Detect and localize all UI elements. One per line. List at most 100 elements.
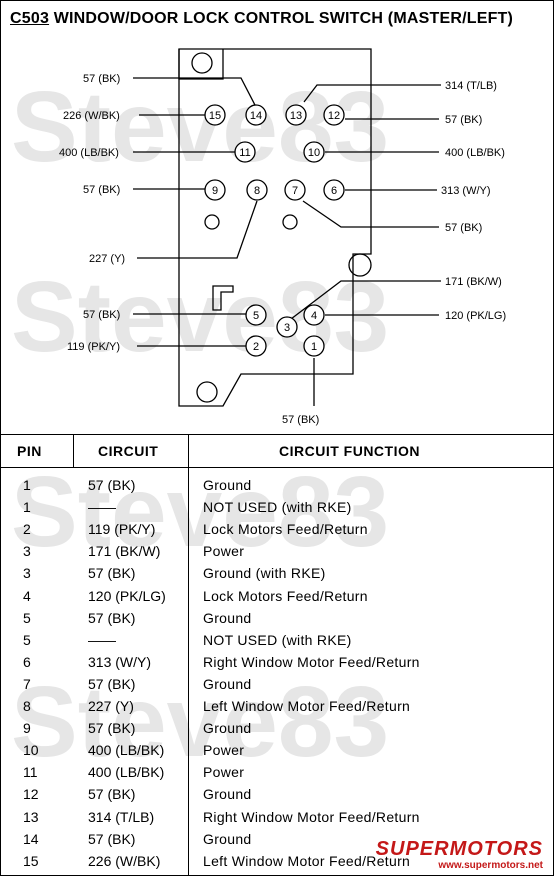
- pin-number: 13: [290, 110, 302, 122]
- pin-circle: [204, 179, 226, 201]
- connector-description: WINDOW/DOOR LOCK CONTROL SWITCH (MASTER/…: [53, 10, 514, 27]
- leader-line: [290, 280, 441, 320]
- pin-circle: [303, 335, 325, 357]
- pin-number: 12: [328, 110, 340, 122]
- pin-number: 15: [209, 110, 221, 122]
- supermotors-logo: SUPERMOTORS www.supermotors.net: [369, 838, 549, 872]
- cell-function: Ground: [203, 675, 252, 692]
- pin-circle: [323, 104, 345, 126]
- pin-circle: [246, 179, 268, 201]
- cell-circuit: 400 (LB/BK): [88, 764, 165, 781]
- pin-number: 4: [311, 310, 317, 322]
- pin-14: 14: [245, 104, 267, 126]
- cell-circuit: 314 (T/LB): [88, 808, 155, 825]
- leader-line: [133, 77, 257, 108]
- watermark-text: Steve83: [11, 666, 389, 778]
- cell-pin: 5: [23, 631, 31, 648]
- pin-number: 11: [239, 147, 250, 159]
- cell-pin: 1: [23, 477, 31, 493]
- cell-circuit: ——: [88, 499, 116, 516]
- cell-pin: 14: [23, 830, 39, 847]
- pin-number: 8: [254, 185, 260, 197]
- leader-line: [302, 200, 439, 228]
- label-171: 171 (BK/W): [445, 276, 502, 288]
- table-row: 14 57 (BK) Ground: [1, 831, 553, 853]
- page-title: C503 WINDOW/DOOR LOCK CONTROL SWITCH (MA…: [10, 10, 513, 28]
- pin-7: 7: [284, 179, 306, 201]
- pin-number: 9: [212, 185, 218, 197]
- cell-pin: 2: [23, 521, 31, 538]
- pin-1: 1: [303, 335, 325, 357]
- cell-circuit: 171 (BK/W): [88, 543, 161, 560]
- cell-pin: 13: [23, 808, 39, 825]
- leader-line: [303, 84, 441, 103]
- cell-pin: 3: [23, 565, 31, 582]
- cell-circuit: 57 (BK): [88, 565, 136, 582]
- pin-8: 8: [246, 179, 268, 201]
- table-row: 5 —— NOT USED (with RKE): [1, 632, 553, 654]
- label-57bk-pin7: 57 (BK): [445, 222, 482, 234]
- cell-circuit: 57 (BK): [88, 830, 136, 847]
- alignment-hole: [204, 214, 220, 230]
- cell-circuit: 57 (BK): [88, 609, 136, 626]
- pin-circle: [204, 104, 226, 126]
- pin-4: 4: [303, 304, 325, 326]
- alignment-hole: [282, 214, 298, 230]
- cell-pin: 15: [23, 852, 39, 869]
- watermark-text: Steve83: [11, 261, 389, 373]
- logo-url: www.supermotors.net: [438, 860, 543, 871]
- cell-function: Left Window Motor Feed/Return: [203, 852, 411, 869]
- cell-circuit: 57 (BK): [88, 477, 136, 493]
- cell-pin: 6: [23, 653, 31, 670]
- label-314: 314 (T/LB): [445, 80, 497, 92]
- cell-function: Ground: [203, 720, 252, 737]
- cell-function: Right Window Motor Feed/Return: [203, 808, 420, 825]
- table-row: 3 171 (BK/W) Power: [1, 543, 553, 565]
- cell-pin: 7: [23, 675, 31, 692]
- cell-pin: 8: [23, 698, 31, 714]
- cell-circuit: ——: [88, 631, 116, 648]
- cell-function: NOT USED (with RKE): [203, 499, 352, 516]
- label-400-left: 400 (LB/BK): [59, 147, 119, 159]
- column-divider: [73, 435, 74, 467]
- pin-13: 13: [285, 104, 307, 126]
- pin-10: 10: [303, 141, 325, 163]
- cell-function: Lock Motors Feed/Return: [203, 521, 368, 538]
- table-row: 13 314 (T/LB) Right Window Motor Feed/Retu…: [1, 809, 553, 831]
- cell-circuit: 313 (W/Y): [88, 653, 152, 670]
- cell-function: Power: [203, 543, 245, 560]
- pin-15: 15: [204, 104, 226, 126]
- cell-function: Power: [203, 764, 245, 781]
- cell-function: Ground: [203, 477, 252, 493]
- pin-6: 6: [323, 179, 345, 201]
- pin-circle: [303, 304, 325, 326]
- cell-function: NOT USED (with RKE): [203, 631, 352, 648]
- col-header-pin: PIN: [17, 443, 42, 459]
- pin-number: 6: [331, 185, 337, 197]
- cell-circuit: 120 (PK/LG): [88, 587, 166, 604]
- cell-pin: 12: [23, 786, 39, 803]
- label-313: 313 (W/Y): [441, 185, 491, 197]
- col-header-function: CIRCUIT FUNCTION: [279, 443, 420, 459]
- cell-circuit: 119 (PK/Y): [88, 521, 156, 538]
- pin-number: 10: [308, 147, 320, 159]
- pin-circle: [245, 335, 267, 357]
- pin-9: 9: [204, 179, 226, 201]
- pin-5: 5: [245, 304, 267, 326]
- pin-number: 7: [292, 185, 298, 197]
- cell-circuit: 57 (BK): [88, 720, 136, 737]
- cell-pin: 3: [23, 543, 31, 560]
- cell-function: Ground: [203, 830, 252, 847]
- pin-number: 1: [311, 341, 317, 353]
- pin-circle: [303, 141, 325, 163]
- top-mount-ear: [178, 49, 224, 80]
- label-120: 120 (PK/LG): [445, 310, 506, 322]
- pin-3: 3: [276, 316, 298, 338]
- cell-circuit: 57 (BK): [88, 786, 136, 803]
